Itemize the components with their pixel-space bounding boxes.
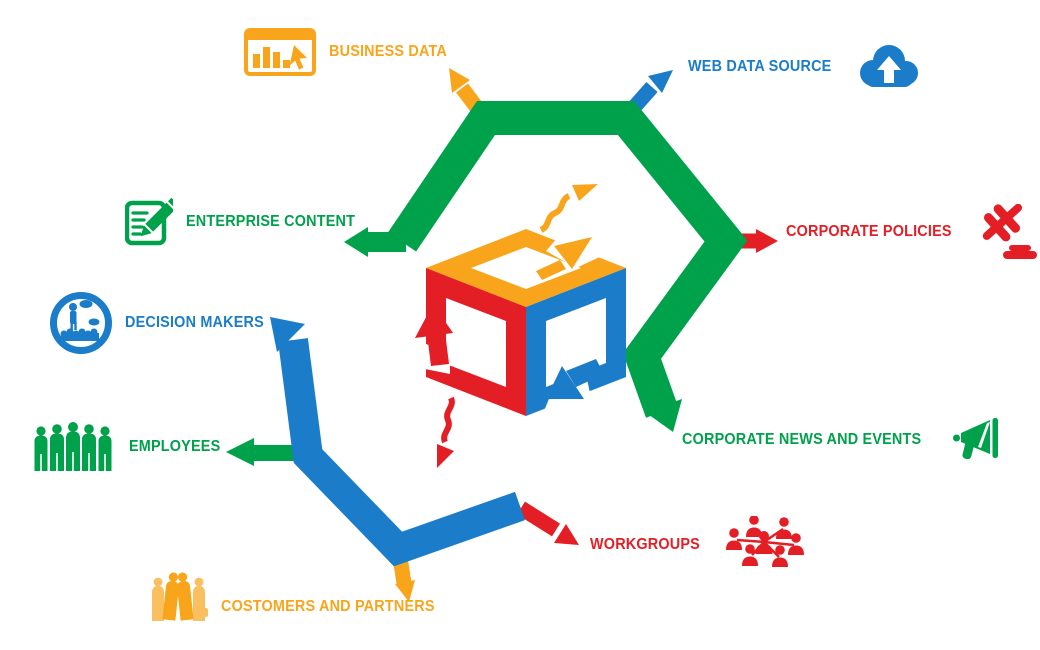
node-employees: EMPLOYEES [32,422,227,472]
gavel-icon [982,204,1038,259]
people-network-icon [726,516,805,567]
node-enterprise-content: ENTERPRISE CONTENT [125,198,368,246]
node-label: COSTOMERS AND PARTNERS [221,598,435,615]
node-label: DECISION MAKERS [125,314,264,331]
hexagon-arrow-corporate-news [645,399,682,432]
node-web-data-source: WEB DATA SOURCE [688,42,921,92]
hexagon-ribbon [344,68,778,432]
node-costomers-and-partners: COSTOMERS AND PARTNERS [150,570,451,622]
node-label: CORPORATE POLICIES [786,223,952,240]
zigzag-arrow-decision-makers [270,317,305,352]
node-corporate-news-and-events: CORPORATE NEWS AND EVENTS [682,417,1004,463]
branch-arrow-workgroups [517,501,579,545]
wavy-arrow-down [437,396,455,468]
node-label: CORPORATE NEWS AND EVENTS [682,431,922,448]
node-label: WORKGROUPS [590,536,700,553]
megaphone-icon [953,418,999,460]
bar-chart-icon [244,28,316,76]
hexagon-arrow-enterprise-content [344,227,406,257]
cube-left-face [415,268,526,416]
node-workgroups: WORKGROUPS [590,516,805,574]
hexagon-band [387,101,748,418]
wavy-arrow-up [539,184,598,233]
node-label: ENTERPRISE CONTENT [186,213,356,230]
sync-cube-arrows [415,184,626,468]
node-label: EMPLOYEES [129,438,221,455]
branch-arrow-employees [226,438,302,466]
zigzag-ribbon [226,317,579,602]
presenter-globe-icon [50,292,112,354]
node-decision-makers: DECISION MAKERS [50,292,274,354]
people-group-icon [34,422,112,471]
zigzag-band [278,338,525,567]
people-handshake-icon [152,572,208,621]
cube-right-face [526,268,626,416]
document-pencil-icon [125,198,173,246]
cloud-upload-icon [860,45,919,87]
node-corporate-policies: CORPORATE POLICIES [786,204,1039,260]
node-label: WEB DATA SOURCE [688,58,832,75]
node-label: BUSINESS DATA [329,43,448,60]
node-business-data: BUSINESS DATA [244,28,456,76]
